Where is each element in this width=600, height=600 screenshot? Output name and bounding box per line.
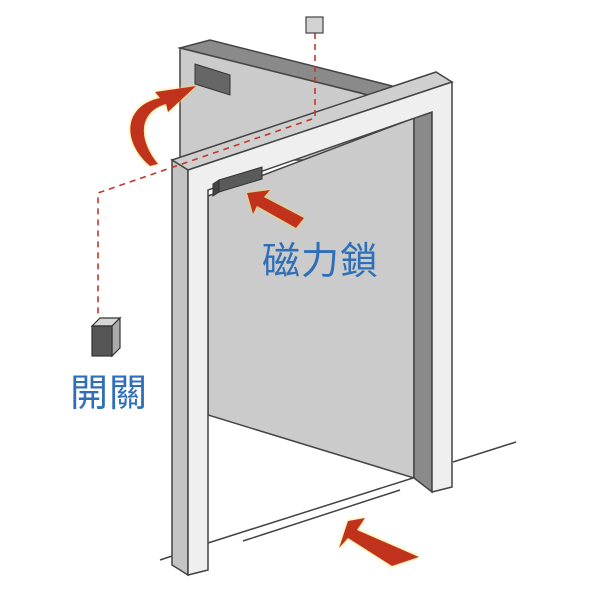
- floor-lines: [159, 441, 517, 561]
- magnetic-lock: [212, 166, 263, 197]
- switch-label: 開關: [70, 371, 149, 415]
- ceiling-box: [305, 16, 324, 34]
- lock-pointer-arrow-icon: [247, 190, 304, 228]
- entry-arrow-icon: [339, 518, 419, 566]
- switch-box: [90, 316, 122, 358]
- wiring: [97, 33, 316, 318]
- door-frame: [170, 71, 454, 577]
- magnetic-lock-label: 磁力鎖: [262, 239, 380, 283]
- swing-arrow-icon: [130, 86, 196, 166]
- right-jamb-inner: [413, 110, 433, 494]
- door-armature-plate: [194, 63, 231, 96]
